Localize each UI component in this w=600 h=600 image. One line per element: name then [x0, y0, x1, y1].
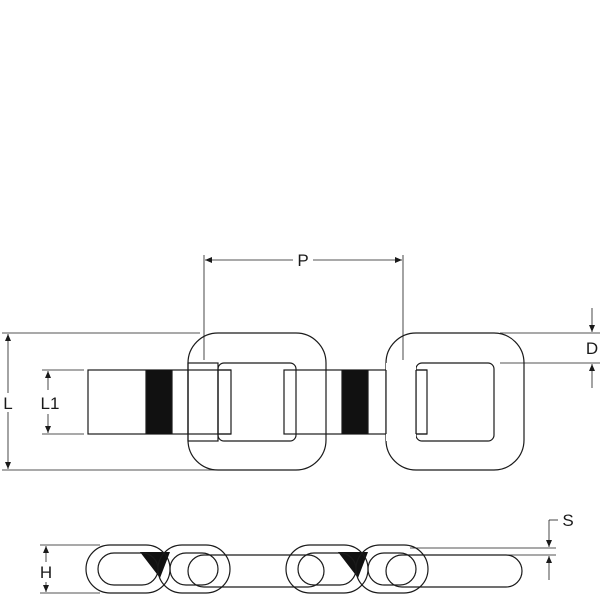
pitch-label: P: [297, 251, 308, 270]
flat-link-right: [283, 369, 428, 435]
weld-band: [342, 370, 368, 434]
overall-length-label: L: [3, 394, 12, 413]
overall-length-dimension: L: [2, 332, 220, 471]
pitch-dimension: P: [203, 251, 404, 360]
height-label: H: [40, 563, 52, 582]
side-flat-link-2: [385, 554, 523, 588]
wire-diameter-dimension: D: [500, 308, 600, 388]
side-link-2: [157, 544, 231, 594]
side-link-4: [355, 544, 429, 594]
height-dimension: H: [40, 544, 100, 594]
flat-link-left: [87, 369, 232, 435]
inner-length-dimension: L1: [41, 369, 84, 435]
side-flat-link-1: [187, 554, 325, 588]
weld-band: [146, 370, 172, 434]
thickness-label: S: [562, 511, 573, 530]
wire-diameter-label: D: [586, 339, 598, 358]
side-view: H S: [40, 511, 574, 594]
inner-length-label: L1: [41, 394, 60, 413]
ring-link-left: [187, 332, 327, 471]
thickness-dimension: S: [410, 511, 574, 580]
top-view: P L L1 D: [2, 251, 600, 471]
